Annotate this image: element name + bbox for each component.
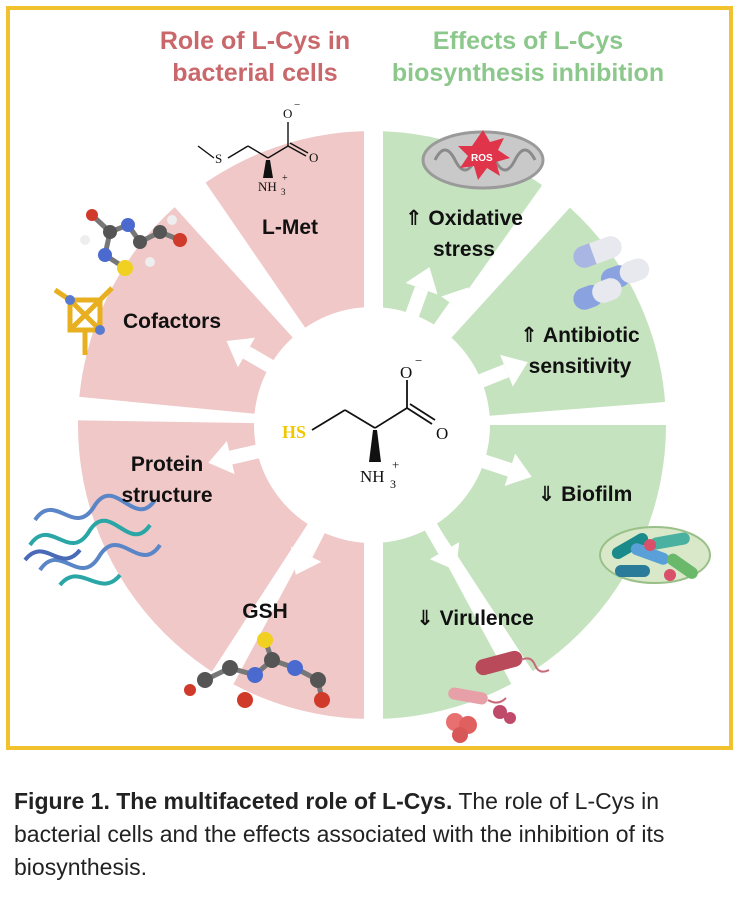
- label-l-met: L-Met: [262, 216, 318, 239]
- arrow-gsh: [291, 519, 329, 575]
- figure: Role of L-Cys in bacterial cells Effects…: [6, 6, 733, 750]
- wheel-diagram: HS O − O NH 3 + S O − O NH 3 +: [23, 99, 711, 743]
- label-antibiotic-sensitivity: ⇑ Antibiotic sensitivity: [520, 324, 640, 378]
- met-nh3-sub: 3: [281, 187, 286, 197]
- cys-nh3-sub: 3: [390, 477, 396, 491]
- label-cofactors: Cofactors: [122, 310, 222, 333]
- cys-o-minus: O: [400, 363, 412, 382]
- label-gsh: GSH: [242, 600, 288, 623]
- met-s: S: [215, 151, 222, 166]
- arrow-cofactors: [226, 337, 281, 377]
- left-header: Role of L-Cys in bacterial cells: [159, 27, 351, 87]
- met-o-minus-charge: −: [294, 99, 300, 111]
- cys-nh3: NH: [360, 467, 385, 486]
- label-virulence: ⇓ Virulence: [416, 607, 534, 630]
- biofilm-icon: [599, 526, 711, 584]
- met-o: O: [309, 150, 318, 165]
- met-o-minus: O: [283, 106, 292, 121]
- fe-s-cluster-image: [53, 286, 114, 355]
- cys-o: O: [436, 424, 448, 443]
- arrow-biofilm: [474, 452, 532, 486]
- met-labels: S O − O NH 3 +: [215, 99, 318, 197]
- right-header: Effects of L-Cys biosynthesis inhibition: [391, 27, 665, 87]
- cys-labels: HS O − O NH 3 +: [282, 353, 448, 491]
- cys-nh3-charge: +: [392, 457, 399, 472]
- gsh-model-image: [184, 632, 330, 708]
- caption-text: The role of L-Cys in bacterial cells and…: [14, 788, 665, 880]
- cys-hs: HS: [282, 422, 306, 442]
- label-protein-structure: Protein structure: [121, 453, 213, 507]
- ros-label: ROS: [471, 153, 493, 164]
- mitochondrion-icon: ROS: [421, 130, 545, 190]
- cys-o-minus-charge: −: [415, 353, 422, 368]
- arrow-protein: [208, 441, 267, 475]
- arrows: [208, 267, 532, 575]
- met-nh3: NH: [258, 179, 277, 194]
- protein-structure-image: [23, 493, 162, 587]
- bacteria-icon: [446, 650, 550, 743]
- label-oxidative-stress: ⇑ Oxidative stress: [405, 207, 523, 261]
- met-nh3-charge: +: [282, 173, 288, 184]
- caption-title: Figure 1. The multifaceted role of L-Cys…: [14, 788, 453, 814]
- arrow-oxidative: [429, 287, 470, 339]
- figure-frame: [6, 6, 733, 750]
- label-biofilm: ⇓ Biofilm: [537, 483, 633, 506]
- biotin-model-image: [80, 209, 187, 276]
- center-disk: [254, 307, 490, 543]
- arrow-antibiotic: [471, 354, 528, 391]
- figure-caption: Figure 1. The multifaceted role of L-Cys…: [14, 785, 729, 884]
- arrow-met: [403, 267, 438, 325]
- antibiotic-capsules-icon: [573, 236, 650, 310]
- cys-molecule: [311, 380, 436, 462]
- arrow-virulence: [420, 516, 460, 571]
- met-molecule: [197, 122, 309, 178]
